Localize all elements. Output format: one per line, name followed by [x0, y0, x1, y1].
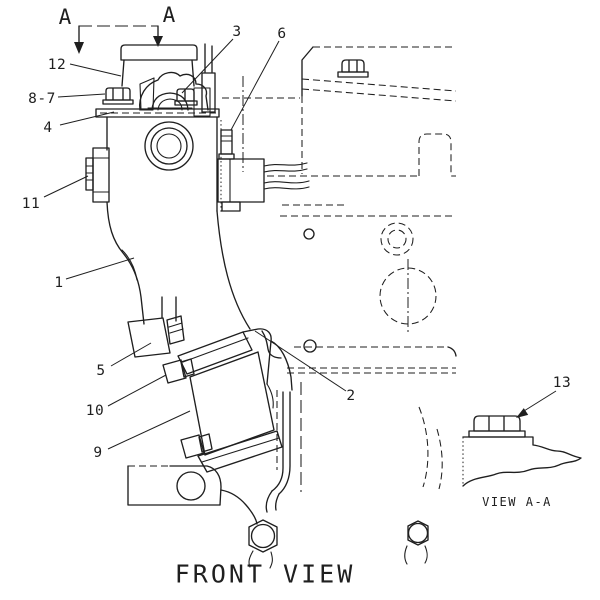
- section-letter-a-right: A: [162, 3, 176, 27]
- section-cut-line-a-a: [74, 25, 163, 54]
- callout-6: 6: [277, 26, 287, 42]
- callout-13: 13: [552, 375, 572, 391]
- callout-5: 5: [96, 363, 106, 379]
- callout-8-7: 8-7: [28, 91, 56, 107]
- water-pump-assembly: [85, 44, 310, 358]
- view-a-a-detail: [462, 415, 582, 487]
- callout-1: 1: [54, 275, 64, 291]
- callout-11: 11: [21, 196, 41, 212]
- callout-2: 2: [346, 388, 356, 404]
- section-letter-a-left: A: [58, 5, 72, 29]
- view-a-a-caption: VIEW A-A: [482, 495, 552, 509]
- callout-10: 10: [85, 403, 105, 419]
- front-view-caption: FRONT VIEW: [174, 559, 356, 589]
- callout-3: 3: [232, 24, 242, 40]
- callout-9: 9: [93, 445, 103, 461]
- callout-leader-lines: [43, 38, 557, 450]
- callout-4: 4: [43, 120, 53, 136]
- engine-block-outline: [127, 43, 457, 569]
- oil-cooler: [162, 328, 293, 473]
- callout-12: 12: [47, 57, 67, 73]
